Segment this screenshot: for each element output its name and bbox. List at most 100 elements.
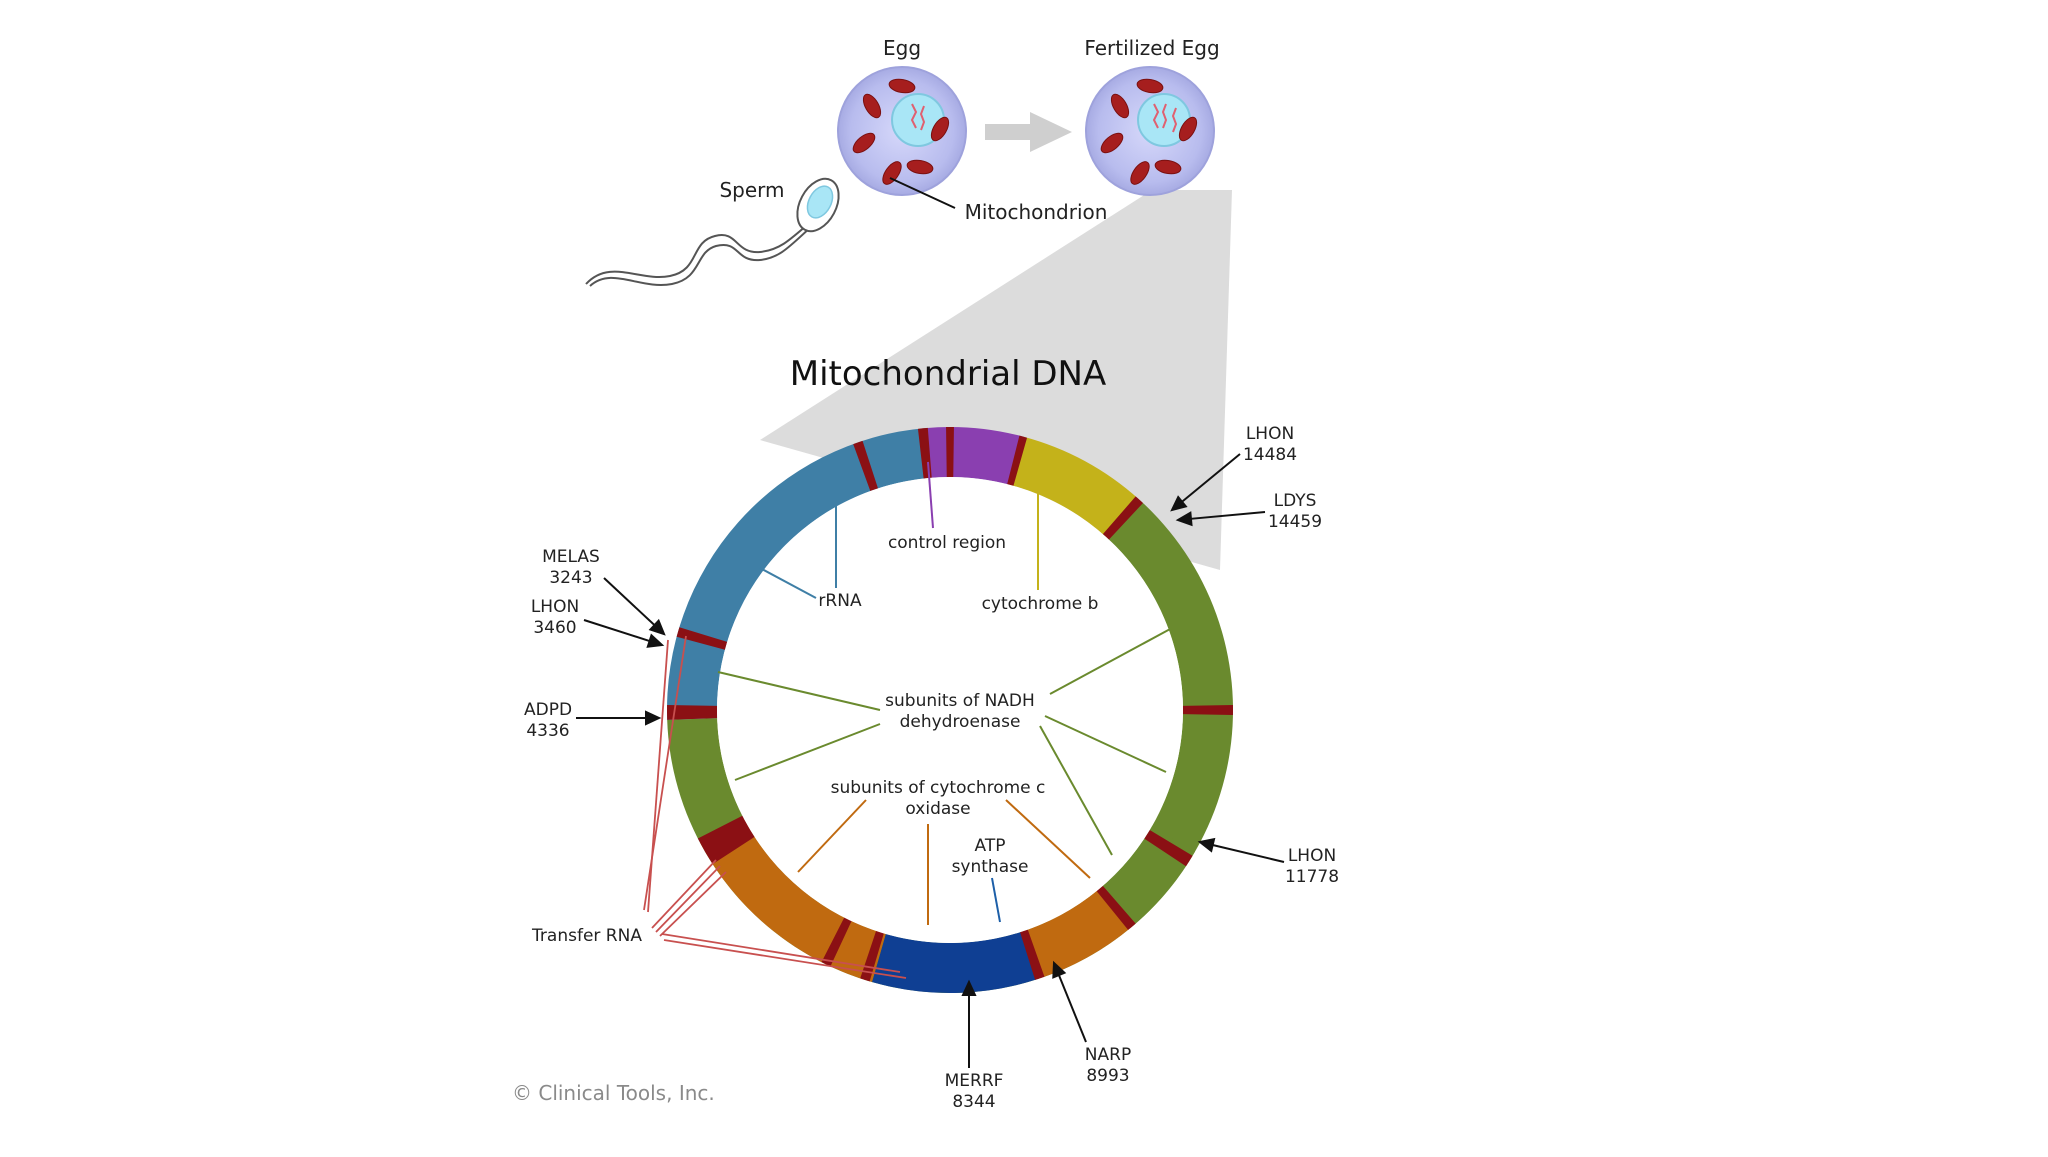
- egg-mitochondria: [852, 78, 950, 185]
- melas-position: 3243: [549, 568, 592, 588]
- narp-arrow-head: [1052, 960, 1067, 979]
- cox-leader-3: [1005, 799, 1091, 879]
- narp-position: 8993: [1086, 1066, 1129, 1086]
- trna-line-7: [663, 939, 907, 979]
- fertilized-mitochondrion-6: [1154, 159, 1182, 175]
- merrf-arrow-head: [961, 979, 977, 996]
- trna-band-6: [1096, 885, 1136, 930]
- ring-segment-rrna: [667, 428, 930, 720]
- egg-mitochondrion-3: [930, 116, 950, 142]
- lhon-14484-name: LHON: [1246, 424, 1294, 444]
- merrf-arrow: [961, 979, 977, 1068]
- melas-name: MELAS: [542, 547, 600, 567]
- egg-mitochondrion-6: [906, 159, 934, 175]
- trna-line-2: [647, 639, 669, 913]
- cox-label-line2: oxidase: [905, 799, 970, 819]
- trna-band-4: [1182, 705, 1233, 715]
- ring-interior: [717, 477, 1183, 943]
- sperm-label: Sperm: [719, 178, 784, 202]
- ring-segment-control-region: [925, 427, 1024, 485]
- egg-mitochondrion-4: [852, 132, 876, 154]
- egg-mitochondrion-1: [888, 78, 916, 94]
- fertilized-mitochondrion-3: [1178, 116, 1198, 142]
- egg-mitochondrion-5: [882, 161, 902, 185]
- melas-arrow-shaft: [603, 577, 656, 626]
- fertilized-egg-cell: [1085, 66, 1215, 196]
- trna-band-8: [860, 930, 884, 982]
- trna-band-10: [697, 815, 755, 865]
- trna-band-1: [946, 427, 954, 478]
- dna-ring: [667, 427, 1233, 993]
- fertilized-egg-label: Fertilized Egg: [1084, 36, 1219, 60]
- trna-band-13: [853, 440, 878, 492]
- atp-leader: [991, 877, 1001, 923]
- lhon-14484-arrow-head: [1170, 495, 1188, 512]
- melas-arrow: [603, 577, 666, 636]
- cytochrome-b-label: cytochrome b: [982, 594, 1099, 614]
- trna-leader-lines: [643, 635, 907, 979]
- cox-label-line1: subunits of cytochrome c: [831, 778, 1046, 798]
- trna-band-11: [667, 705, 718, 720]
- ldys-name: LDYS: [1274, 491, 1317, 511]
- ring-segment-nadh: [667, 499, 1233, 993]
- egg-cell: [837, 66, 967, 196]
- adpd-arrow-head: [645, 710, 662, 726]
- lhon-14484-arrow: [1170, 453, 1241, 512]
- mutation-arrows: [576, 453, 1285, 1068]
- ldys-arrow-head: [1175, 511, 1193, 527]
- ldys-position: 14459: [1268, 512, 1322, 532]
- fertilized-mitochondrion-4: [1100, 132, 1124, 154]
- fertilization-arrow: [985, 112, 1072, 152]
- nadh-leader-1: [1049, 627, 1173, 695]
- lhon-3460-arrow: [583, 619, 665, 648]
- sperm: [585, 177, 840, 287]
- lhon-3460-name: LHON: [531, 597, 579, 617]
- lhon-3460-arrow-head: [646, 633, 665, 648]
- lhon-3460-position: 3460: [533, 618, 576, 638]
- trna-line-4: [655, 865, 721, 933]
- zoom-cone: [760, 190, 1232, 570]
- trna-line-6: [661, 933, 901, 973]
- narp-name: NARP: [1085, 1045, 1131, 1065]
- trna-band-12: [676, 627, 728, 650]
- fertilized-mitochondrion-1: [1136, 78, 1164, 94]
- nadh-leader-2: [717, 671, 881, 711]
- region-leader-lines: [717, 461, 1173, 925]
- mitochondrion-label: Mitochondrion: [965, 200, 1108, 224]
- narp-arrow: [1052, 960, 1087, 1043]
- ldys-arrow: [1175, 511, 1266, 527]
- merrf-name: MERRF: [945, 1071, 1004, 1091]
- egg-label: Egg: [883, 36, 921, 60]
- lhon-3460-arrow-shaft: [583, 619, 650, 642]
- trna-band-7: [1020, 929, 1045, 980]
- nadh-label-line1: subunits of NADH: [885, 691, 1035, 711]
- adpd-arrow: [576, 710, 662, 726]
- lhon-14484-position: 14484: [1243, 445, 1297, 465]
- fertilized-mitochondrion-2: [1110, 93, 1130, 119]
- merrf-position: 8344: [952, 1092, 995, 1112]
- trna-band-3: [1102, 496, 1144, 540]
- lhon-11778-arrow: [1197, 837, 1285, 863]
- lhon-11778-arrow-shaft: [1212, 844, 1285, 863]
- cox-leader-1: [797, 799, 867, 873]
- atp-label-line2: synthase: [952, 857, 1029, 877]
- diagram-title: Mitochondrial DNA: [790, 354, 1106, 394]
- nadh-label-line2: dehydroenase: [900, 712, 1021, 732]
- rrna-label: rRNA: [818, 591, 862, 611]
- rrna-leader-2: [759, 567, 817, 599]
- adpd-name: ADPD: [524, 700, 572, 720]
- ring-segment-atp-synthase: [871, 931, 1038, 993]
- lhon-11778-name: LHON: [1288, 846, 1336, 866]
- melas-arrow-head: [648, 618, 666, 636]
- trna-line-3: [651, 859, 717, 929]
- trna-band-2: [1007, 435, 1028, 486]
- nadh-leader-5: [1039, 725, 1113, 856]
- lhon-11778-position: 11778: [1285, 867, 1339, 887]
- narp-arrow-shaft: [1057, 974, 1087, 1043]
- ring-segment-cox-3: [1022, 888, 1132, 980]
- trna-band-5: [1144, 830, 1193, 867]
- lhon-11778-arrow-head: [1197, 837, 1216, 853]
- ring-segment-cytochrome-b: [1010, 436, 1140, 537]
